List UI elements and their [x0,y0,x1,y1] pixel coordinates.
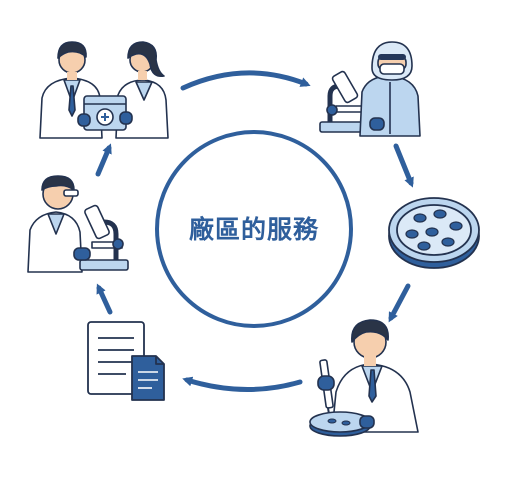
cleanroom-microscope-icon [319,41,421,137]
arrow-right-upper [393,143,414,188]
arrow-bottom [182,376,303,393]
arrow-left-upper [95,143,112,177]
handshake-scientists-icon [39,41,169,139]
arrow-left-lower [96,283,113,315]
arrow-top [180,70,311,91]
center-circle [155,130,353,328]
scientist-pipette-icon [309,319,419,437]
documents-icon [87,321,165,401]
petri-dish-icon [388,197,480,269]
arrow-right-lower [388,283,411,323]
center-label: 廠區的服務 [189,215,319,244]
microscope-scientist-icon [27,175,129,273]
